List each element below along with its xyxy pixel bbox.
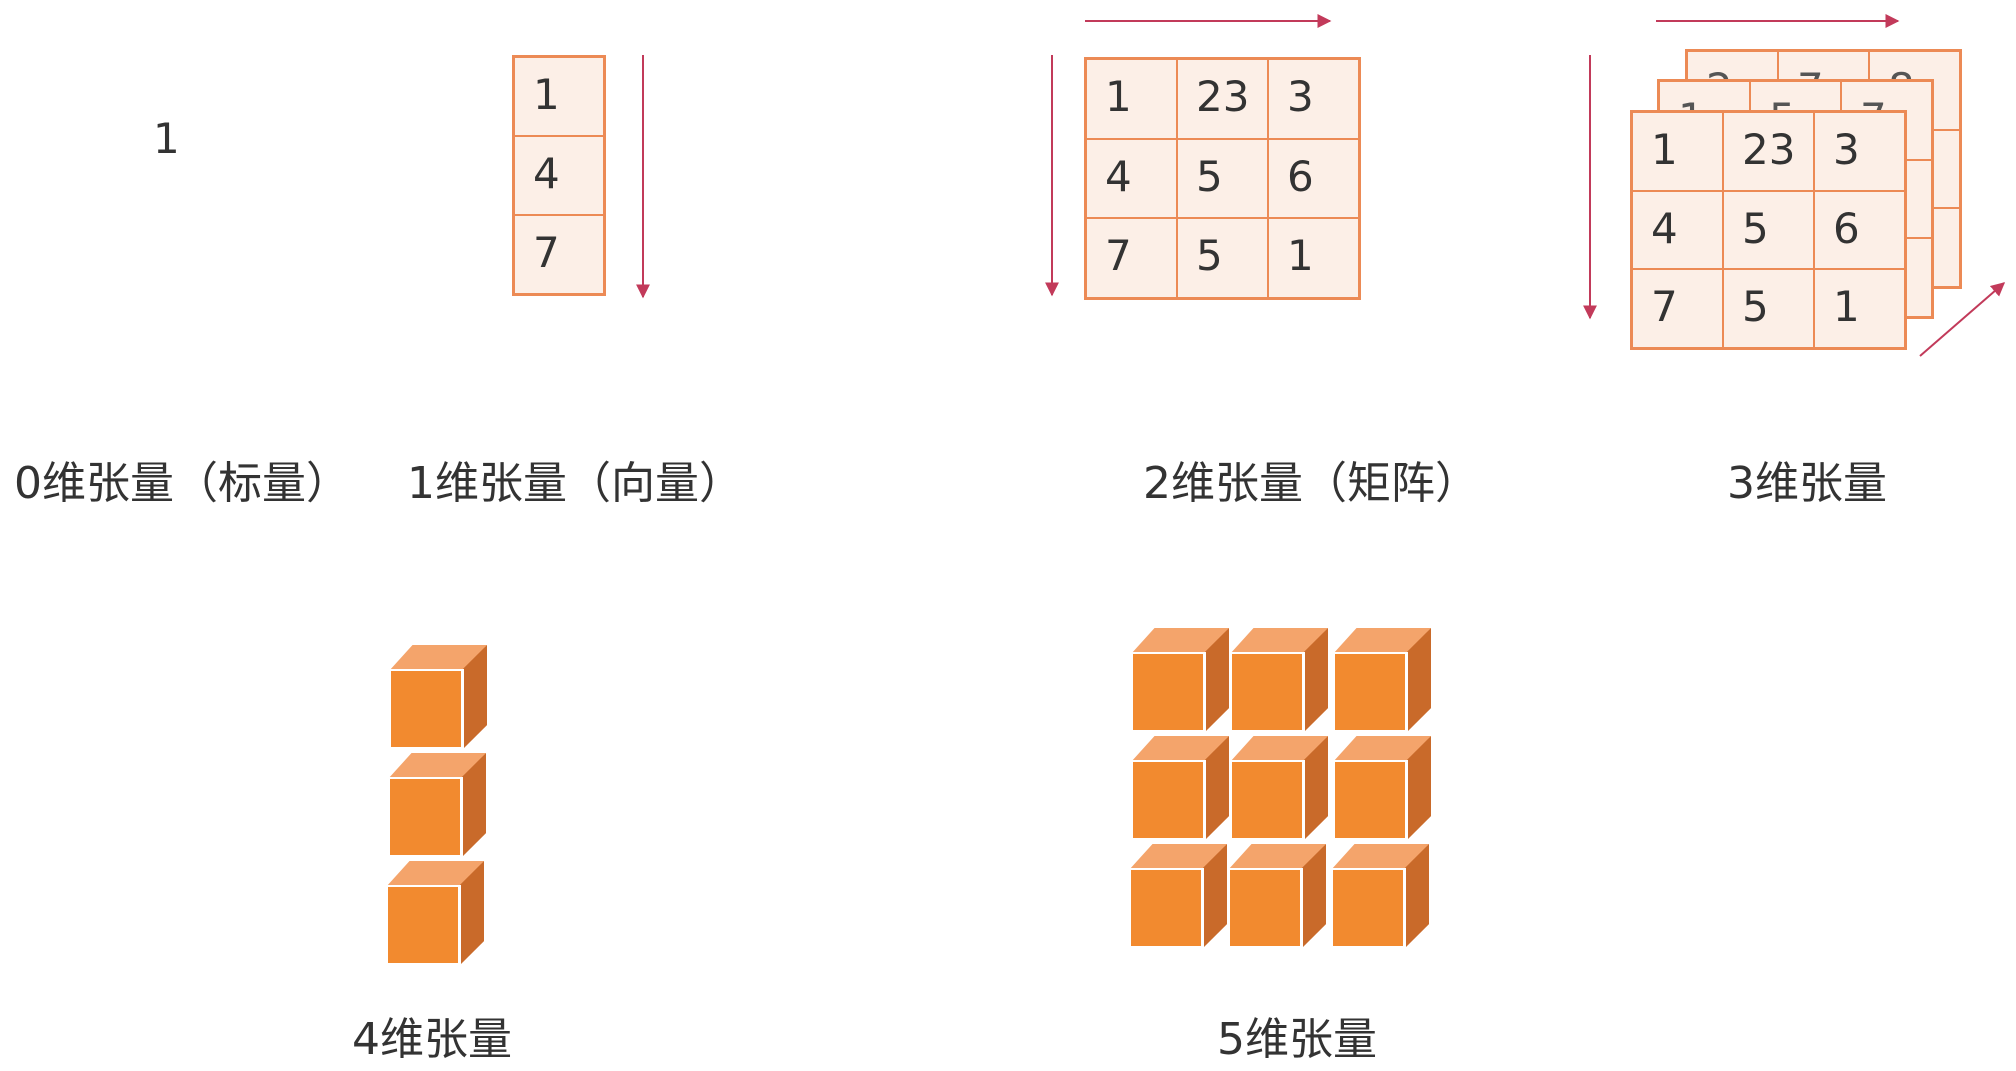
cube-5d — [1131, 628, 1229, 732]
matrix-grid: 1 23 3 4 5 6 7 5 1 — [1084, 57, 1361, 300]
tensor3-cell: 7 — [1632, 269, 1723, 348]
vector-cell: 4 — [514, 136, 604, 215]
label-dim5: 5维张量 — [1217, 1014, 1377, 1065]
vector-grid: 1 4 7 — [512, 55, 606, 296]
cube-4d — [389, 645, 487, 749]
cube-5d — [1230, 628, 1328, 732]
cube-5d — [1228, 844, 1326, 948]
cube-4d — [388, 753, 486, 857]
tensor3-cell: 23 — [1723, 112, 1814, 191]
cube-5d — [1129, 844, 1227, 948]
label-dim4: 4维张量 — [352, 1014, 512, 1065]
cube-5d — [1131, 736, 1229, 840]
tensor3-cell: 3 — [1814, 112, 1905, 191]
matrix-cell: 3 — [1268, 59, 1359, 139]
vector-cell: 1 — [514, 57, 604, 136]
tensor3-depth-arrow — [1919, 282, 2006, 357]
tensor3-cell: 1 — [1814, 269, 1905, 348]
matrix-cell: 5 — [1177, 218, 1268, 298]
cube-5d — [1333, 628, 1431, 732]
cube-5d — [1331, 844, 1429, 948]
label-dim2: 2维张量（矩阵） — [1143, 458, 1479, 509]
matrix-cell: 1 — [1268, 218, 1359, 298]
tensor3-cell: 5 — [1723, 190, 1814, 270]
tensor3-cell: 5 — [1723, 269, 1814, 348]
label-dim0: 0维张量（标量） — [14, 458, 350, 509]
tensor3-cell: 4 — [1632, 190, 1723, 270]
matrix-cell: 1 — [1086, 59, 1177, 139]
matrix-cell: 5 — [1177, 138, 1268, 219]
matrix-cell: 23 — [1177, 59, 1268, 139]
cube-5d — [1333, 736, 1431, 840]
matrix-cell: 6 — [1268, 138, 1359, 219]
label-dim3: 3维张量 — [1727, 458, 1887, 509]
label-dim1: 1维张量（向量） — [407, 458, 743, 509]
scalar-value: 1 — [153, 114, 180, 163]
vector-cell: 7 — [514, 215, 604, 294]
matrix-cell: 7 — [1086, 218, 1177, 298]
tensor3-cell: 1 — [1632, 112, 1723, 191]
tensor3-layer-front: 1 23 3 4 5 6 7 5 1 — [1630, 110, 1907, 350]
tensor3-cell: 6 — [1814, 190, 1905, 270]
cube-4d — [386, 861, 484, 965]
matrix-cell: 4 — [1086, 138, 1177, 219]
cube-5d — [1230, 736, 1328, 840]
